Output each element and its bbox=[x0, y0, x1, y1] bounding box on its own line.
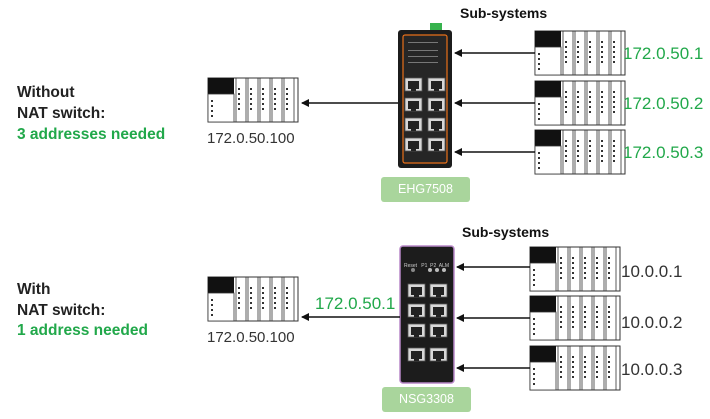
top-subsystems-title: Sub-systems bbox=[460, 5, 548, 21]
ehg7508-switch bbox=[398, 23, 452, 168]
subsystem-plc-top-3 bbox=[534, 129, 626, 175]
bottom-label-with: With bbox=[17, 281, 51, 298]
top-subsystem-ip-1: 172.0.50.1 bbox=[623, 44, 704, 63]
bottom-device-badge: NSG3308 bbox=[382, 387, 471, 412]
controller-plc-bottom bbox=[207, 276, 299, 322]
subsystem-plc-top-2 bbox=[534, 80, 626, 126]
nsg-panel-text: Reset P1 P2 ALM bbox=[404, 263, 450, 269]
top-label-addresses-needed: 3 addresses needed bbox=[17, 126, 166, 143]
bottom-subsystem-ip-3: 10.0.0.3 bbox=[621, 360, 683, 379]
top-label-nat-switch: NAT switch: bbox=[17, 105, 106, 122]
subsystem-plc-bottom-3 bbox=[529, 345, 621, 391]
nat-ip-label: 172.0.50.1 bbox=[315, 294, 396, 313]
subsystem-plc-top-1 bbox=[534, 30, 626, 76]
top-subsystem-ip-2: 172.0.50.2 bbox=[623, 94, 704, 113]
top-controller-ip: 172.0.50.100 bbox=[207, 130, 295, 147]
controller-plc-top bbox=[207, 77, 299, 123]
subsystem-plc-bottom-1 bbox=[529, 246, 621, 292]
bottom-label-nat-switch: NAT switch: bbox=[17, 302, 106, 319]
bottom-subsystem-ip-2: 10.0.0.2 bbox=[621, 313, 683, 332]
subsystem-plc-bottom-2 bbox=[529, 295, 621, 341]
bottom-label-address-needed: 1 address needed bbox=[17, 322, 148, 339]
bottom-subsystems-title: Sub-systems bbox=[462, 224, 550, 240]
top-label-without: Without bbox=[17, 84, 75, 101]
bottom-subsystem-ip-1: 10.0.0.1 bbox=[621, 262, 683, 281]
top-device-badge: EHG7508 bbox=[381, 177, 470, 202]
top-subsystem-ip-3: 172.0.50.3 bbox=[623, 143, 704, 162]
nsg3308-switch bbox=[399, 245, 455, 384]
bottom-controller-ip: 172.0.50.100 bbox=[207, 329, 295, 346]
